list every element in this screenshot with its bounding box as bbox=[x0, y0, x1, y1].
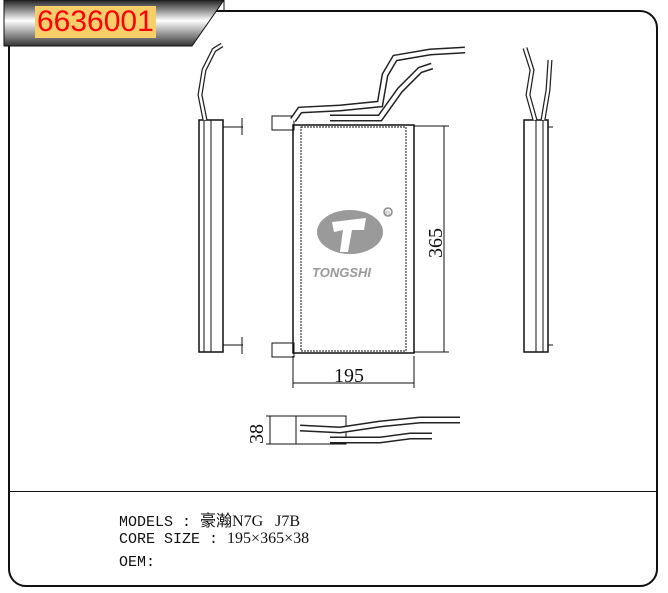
models-value: 豪瀚N7G J7B bbox=[200, 513, 301, 530]
oem-label: OEM: bbox=[119, 554, 156, 571]
registered-mark: ® bbox=[385, 210, 391, 218]
side-view-right bbox=[522, 47, 553, 353]
top-view bbox=[266, 415, 460, 445]
front-view bbox=[271, 46, 466, 388]
depth-dimension: 38 bbox=[246, 424, 268, 444]
core-size-value: 195×365×38 bbox=[227, 530, 310, 547]
core-size-row: CORE SIZE : 195×365×38 bbox=[119, 530, 309, 548]
models-label: MODELS : bbox=[119, 514, 192, 531]
width-dimension: 195 bbox=[334, 365, 364, 387]
svg-text:TONGSHI: TONGSHI bbox=[312, 265, 371, 280]
core-size-label: CORE SIZE : bbox=[119, 531, 219, 548]
oem-row: OEM: bbox=[119, 554, 155, 571]
height-dimension: 365 bbox=[425, 228, 447, 258]
part-number: 6636001 bbox=[35, 5, 156, 38]
tongshi-logo: TONGSHI bbox=[312, 207, 393, 280]
technical-drawing: TONGSHI 195 365 38 ® bbox=[197, 42, 553, 445]
models-row: MODELS : 豪瀚N7G J7B bbox=[119, 507, 300, 531]
side-view-left bbox=[197, 42, 243, 354]
drawing-frame bbox=[8, 10, 658, 587]
divider bbox=[8, 491, 658, 492]
